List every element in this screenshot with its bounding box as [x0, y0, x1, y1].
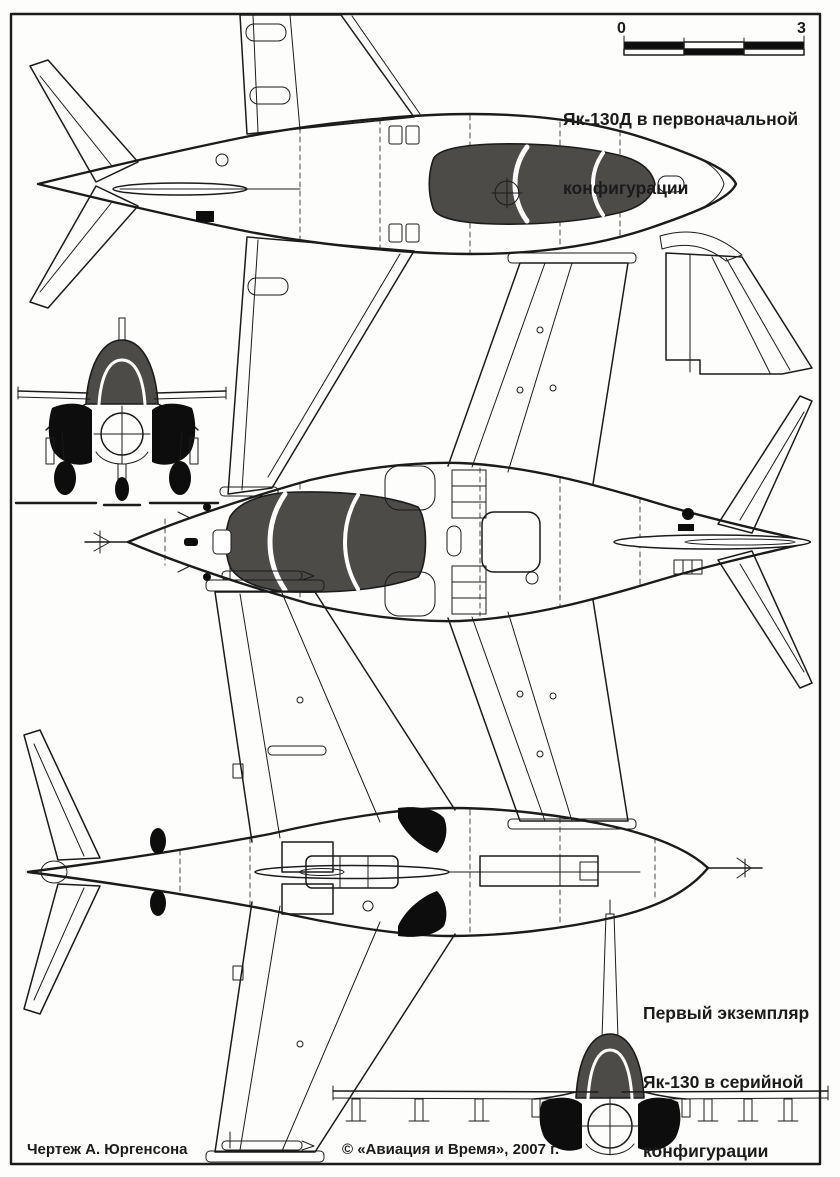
missile	[221, 1140, 303, 1151]
gear-bay	[481, 511, 541, 573]
gear-bay	[305, 855, 399, 889]
serial-config-label: Первый экземпляр Як-130 в серийной конфи…	[643, 956, 809, 1177]
scale-segment	[744, 42, 804, 49]
wing-upper	[239, 14, 421, 135]
wing-upper	[205, 563, 456, 843]
canopy-front-view	[575, 1033, 645, 1099]
intake-left	[48, 403, 92, 465]
vent-grille	[281, 883, 334, 915]
detached-stabilizer-drawing	[659, 231, 813, 375]
tailplane-upper	[23, 729, 101, 861]
wing-lower	[219, 236, 415, 497]
canopy-front-view	[85, 339, 159, 405]
missile	[267, 745, 327, 756]
intake-scoops	[388, 125, 420, 243]
wing-lines	[17, 386, 227, 400]
tailplane-lower	[23, 883, 101, 1015]
intake-right	[152, 403, 196, 465]
initial-config-line1: Як-130Д в первоначальной	[563, 109, 799, 129]
scale-segment	[624, 42, 684, 49]
credit-author: Чертеж А. Юргенсона	[27, 1141, 188, 1158]
serial-config-line2: Як-130 в серийной	[643, 1072, 804, 1092]
top-view-initial-drawing	[29, 14, 738, 497]
credit-publisher: © «Авиация и Время», 2007 г.	[342, 1141, 560, 1158]
scale-segment	[683, 41, 745, 50]
tailplane-upper	[717, 395, 813, 534]
wing-lower	[447, 599, 637, 830]
wing-upper	[447, 252, 637, 485]
scale-segment	[743, 48, 805, 56]
tailplane-lower	[29, 185, 139, 309]
wing-lines	[332, 1085, 829, 1101]
nozzle	[150, 828, 166, 854]
fuselage-outline	[36, 112, 738, 256]
pitot-boom	[707, 857, 763, 879]
scale-segment	[623, 48, 685, 56]
tailplane-upper	[29, 59, 139, 183]
serial-config-line3: конфигурации	[643, 1141, 769, 1161]
pitot-boom	[84, 530, 129, 554]
canopy-bottom-view	[224, 491, 427, 593]
landing-gear	[14, 431, 220, 507]
headrest-notch	[212, 529, 232, 555]
scale-end-label: 3	[797, 20, 806, 37]
intake-right	[638, 1097, 681, 1151]
initial-config-label: Як-130Д в первоначальной конфигурации	[563, 62, 798, 246]
plan-view-serial-drawing	[23, 563, 763, 1163]
scale-start-label: 0	[617, 20, 626, 37]
intake-lower	[398, 891, 447, 937]
front-view-serial-drawing	[332, 899, 829, 1156]
fuselage-outline	[26, 806, 710, 938]
intake-left	[539, 1097, 582, 1151]
nozzle	[150, 890, 166, 916]
serial-config-line1: Первый экземпляр	[643, 1003, 810, 1023]
vent-grille	[281, 841, 334, 873]
page-frame	[9, 12, 822, 1166]
fin-edge-view	[613, 534, 811, 550]
tailplane-lower	[717, 550, 813, 689]
hud-slot	[657, 175, 685, 193]
scale-segment	[684, 49, 744, 55]
wing-lower	[205, 901, 456, 1163]
pylons	[345, 1098, 799, 1122]
bottom-view-initial-drawing	[84, 252, 813, 830]
initial-config-line2: конфигурации	[563, 178, 689, 198]
front-view-initial-drawing	[14, 317, 227, 507]
intake-upper	[398, 807, 447, 853]
black-detail	[196, 211, 214, 222]
scale-bar	[623, 35, 805, 56]
